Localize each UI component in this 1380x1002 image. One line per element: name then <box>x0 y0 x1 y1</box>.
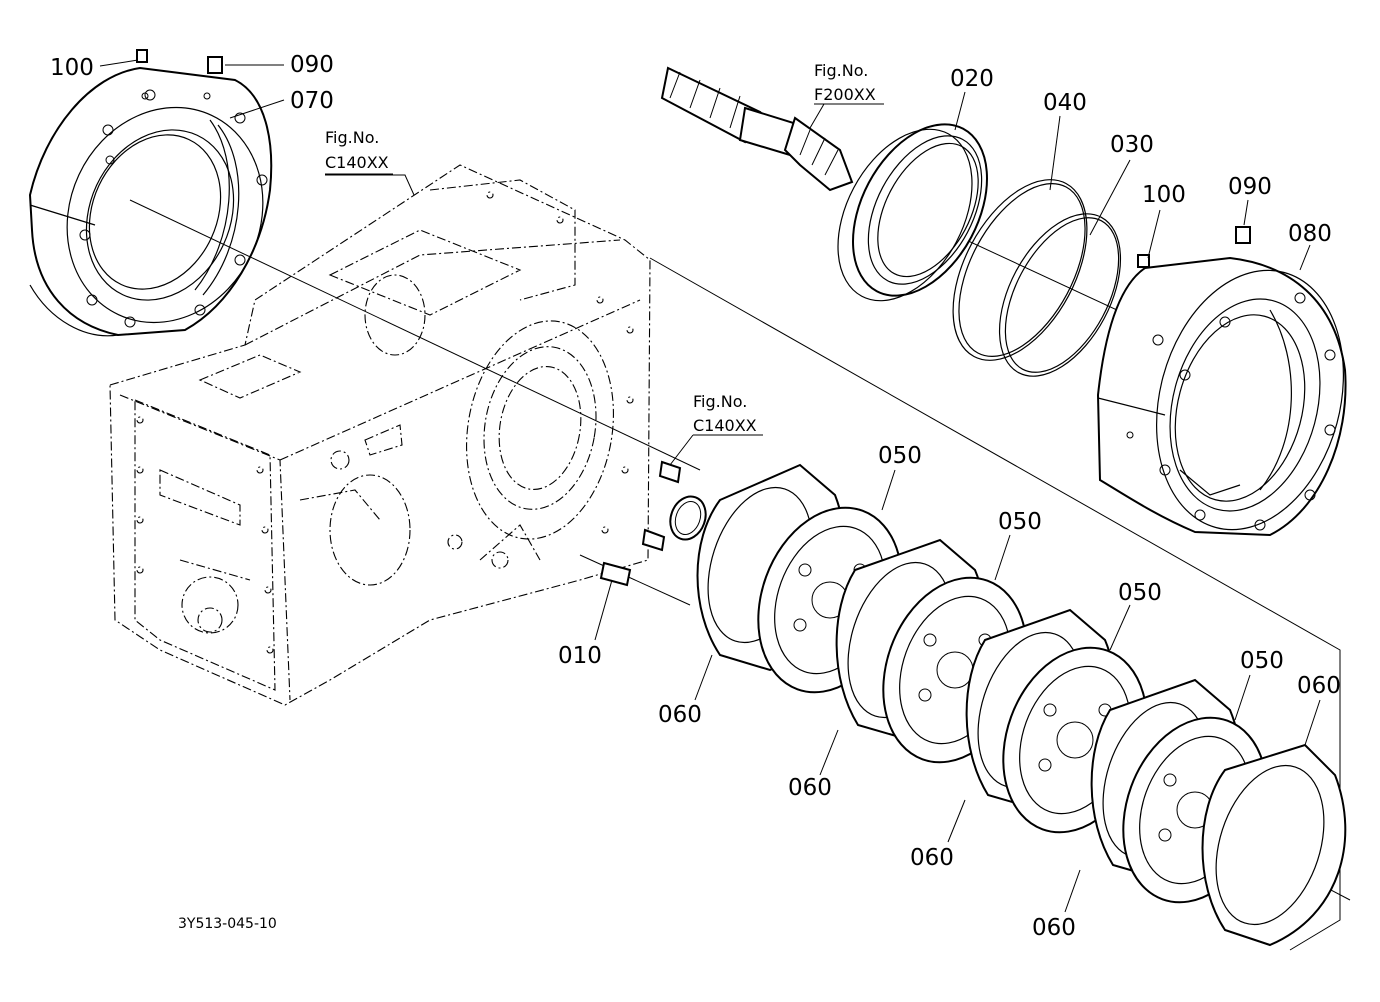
callout-020: 020 <box>950 66 994 92</box>
callout-050-c: 050 <box>1118 580 1162 606</box>
fig-ref-shaft-line1: Fig.No. <box>814 61 868 80</box>
callout-100-top: 100 <box>50 55 94 81</box>
shaft-pinion <box>660 66 854 192</box>
callout-050-d: 050 <box>1240 648 1284 674</box>
fig-ref-case-top-line2: C140XX <box>325 153 389 172</box>
fig-ref-case-mid-line2: C140XX <box>693 416 757 435</box>
fig-ref-case-mid-line1: Fig.No. <box>693 392 747 411</box>
figure-references: Fig.No. C140XX Fig.No. F200XX Fig.No. C1… <box>325 61 884 435</box>
callout-030: 030 <box>1110 132 1154 158</box>
callout-050-a: 050 <box>878 443 922 469</box>
pins-and-circlip <box>599 460 707 587</box>
seal-020 <box>837 123 988 302</box>
callout-labels: 100 090 070 020 040 030 100 090 080 010 … <box>50 52 1341 941</box>
callout-060-d: 060 <box>1032 915 1076 941</box>
callout-090-right: 090 <box>1228 174 1272 200</box>
ring-040 <box>952 179 1088 361</box>
brake-housing-070 <box>28 49 273 337</box>
transmission-case <box>109 164 651 706</box>
callout-040: 040 <box>1043 90 1087 116</box>
fig-ref-shaft-line2: F200XX <box>814 85 876 104</box>
ring-030 <box>998 213 1122 377</box>
callout-060-b: 060 <box>788 775 832 801</box>
fig-ref-case-top-line1: Fig.No. <box>325 128 379 147</box>
callout-090-top: 090 <box>290 52 334 78</box>
callout-060-a: 060 <box>658 702 702 728</box>
callout-070: 070 <box>290 88 334 114</box>
callout-060-c: 060 <box>910 845 954 871</box>
plate-060-5 <box>1201 743 1347 947</box>
drawing-code: 3Y513-045-10 <box>178 916 277 932</box>
callout-010: 010 <box>558 643 602 669</box>
callout-100-right: 100 <box>1142 182 1186 208</box>
callout-080: 080 <box>1288 221 1332 247</box>
callout-060-e: 060 <box>1297 673 1341 699</box>
callout-050-b: 050 <box>998 509 1042 535</box>
brake-housing-080 <box>1096 226 1347 537</box>
